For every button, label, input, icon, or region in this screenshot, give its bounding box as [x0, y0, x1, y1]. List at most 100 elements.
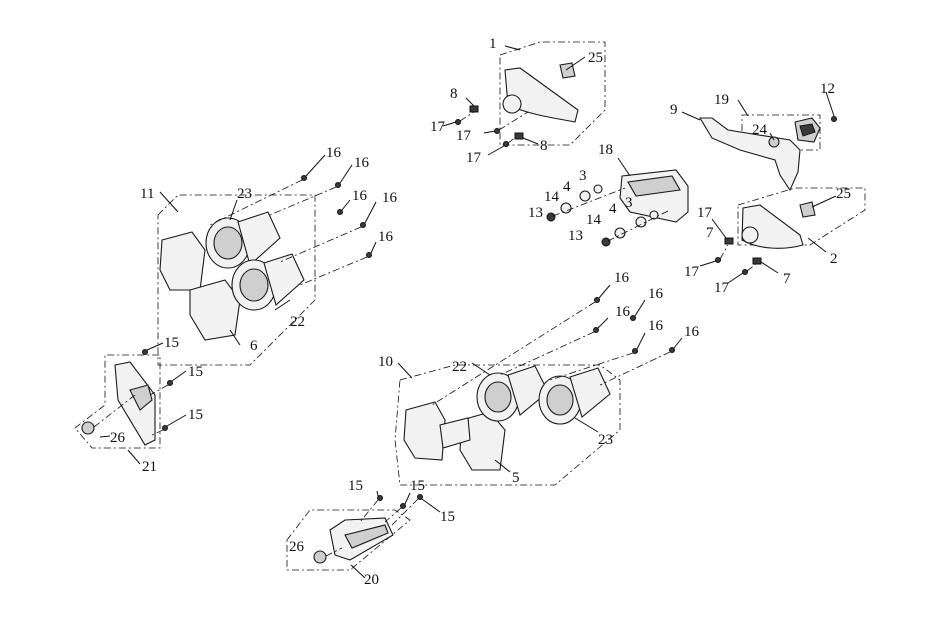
assembly-11-boundary	[157, 194, 316, 366]
callout-15: 15	[410, 478, 425, 494]
callout-15: 15	[188, 407, 203, 423]
turn-lamp-lens-1	[502, 94, 522, 114]
screw-16-e	[366, 252, 372, 258]
callout-24: 24	[752, 122, 768, 138]
screw-15-e	[400, 503, 406, 509]
callout-16: 16	[326, 145, 342, 161]
side-lamp-housing-21	[114, 361, 156, 446]
screw-17-b	[494, 128, 500, 134]
screw-16-h	[630, 315, 636, 321]
bracket-9	[699, 117, 801, 192]
clip-8-lower	[514, 132, 524, 140]
callout-labels: 1 25 8 17 17 8 17 12 19 9 24 18 3 4 14 1…	[110, 36, 851, 588]
callout-15: 15	[348, 478, 363, 494]
callout-23: 23	[598, 432, 613, 448]
screw-16-d	[360, 222, 366, 228]
headlight-frame-10	[403, 401, 446, 461]
screw-16-i	[632, 348, 638, 354]
callout-16: 16	[648, 318, 664, 334]
license-lamp-lens	[799, 123, 816, 137]
screw-16-j	[669, 347, 675, 353]
assembly-11-headlights	[157, 154, 377, 366]
nut-13-a	[546, 212, 556, 222]
assembly-20-boundary	[286, 509, 411, 571]
screw-17-c	[503, 141, 509, 147]
callout-6: 6	[250, 338, 258, 354]
callout-2: 2	[830, 251, 838, 267]
callout-14: 14	[544, 189, 560, 205]
callout-11: 11	[140, 186, 154, 202]
callout-17: 17	[466, 150, 482, 166]
screw-16-b	[335, 182, 341, 188]
screw-16-g	[593, 327, 599, 333]
callout-26: 26	[110, 430, 126, 446]
callout-15: 15	[440, 509, 455, 525]
callout-23: 23	[237, 186, 252, 202]
headlight-23-body	[237, 211, 281, 267]
assembly-21-boundary	[74, 354, 161, 449]
callout-15: 15	[164, 335, 179, 351]
frame-connector	[439, 417, 471, 449]
callout-4: 4	[563, 179, 571, 195]
callout-17: 17	[697, 205, 713, 221]
headlight-frame-upper	[159, 231, 206, 291]
assembly-20-front-lamp	[286, 490, 441, 579]
callout-16: 16	[684, 324, 700, 340]
bulb-24	[768, 136, 780, 148]
screw-15-c	[162, 425, 168, 431]
callout-16: 16	[382, 190, 398, 206]
callout-20: 20	[364, 572, 379, 588]
callout-26: 26	[289, 539, 305, 555]
callout-14: 14	[586, 212, 602, 228]
callout-17: 17	[684, 264, 700, 280]
washer-14-a	[560, 202, 572, 214]
callout-25: 25	[836, 186, 851, 202]
callout-16: 16	[648, 286, 664, 302]
assembly-10-headlights	[394, 284, 683, 486]
screw-17-e	[742, 269, 748, 275]
screw-16-c	[337, 209, 343, 215]
callout-16: 16	[378, 229, 394, 245]
callout-7: 7	[706, 225, 714, 241]
callout-3: 3	[579, 168, 587, 184]
turn-lamp-lens-2	[741, 226, 759, 244]
washer-3-b	[649, 210, 659, 220]
callout-17: 17	[430, 119, 446, 135]
screw-12	[831, 116, 837, 122]
callout-22: 22	[290, 314, 305, 330]
assembly-2-boundary	[737, 187, 866, 246]
callout-8: 8	[450, 86, 458, 102]
screw-17-d	[715, 257, 721, 263]
clip-7-b	[752, 257, 762, 265]
callout-16: 16	[352, 188, 368, 204]
callout-13: 13	[568, 228, 583, 244]
callout-4: 4	[609, 201, 617, 217]
bulb-25-lower	[799, 201, 816, 218]
assembly-21-side-lamp	[74, 342, 187, 465]
screw-17-a	[455, 119, 461, 125]
assembly-19-license-bracket	[681, 91, 837, 192]
tail-light-lens	[627, 175, 681, 197]
headlight-22-body	[263, 253, 305, 306]
screw-15-a	[142, 349, 148, 355]
bulb-26-front	[313, 550, 327, 564]
washer-4-a	[579, 190, 591, 202]
screw-16-f	[594, 297, 600, 303]
screw-15-f	[417, 494, 423, 500]
washer-4-b	[635, 216, 647, 228]
callout-22: 22	[452, 359, 467, 375]
nut-13-b	[601, 237, 611, 247]
callout-19: 19	[714, 92, 729, 108]
callout-9: 9	[670, 102, 678, 118]
callout-3: 3	[625, 195, 633, 211]
assembly-10-boundary	[394, 364, 621, 486]
callout-16: 16	[354, 155, 370, 171]
callout-12: 12	[820, 81, 835, 97]
assembly-2-turn-lamp	[699, 187, 866, 284]
callout-5: 5	[512, 470, 520, 486]
callout-16: 16	[614, 270, 630, 286]
clip-7-a	[724, 237, 734, 245]
clip-8-upper	[469, 105, 479, 113]
